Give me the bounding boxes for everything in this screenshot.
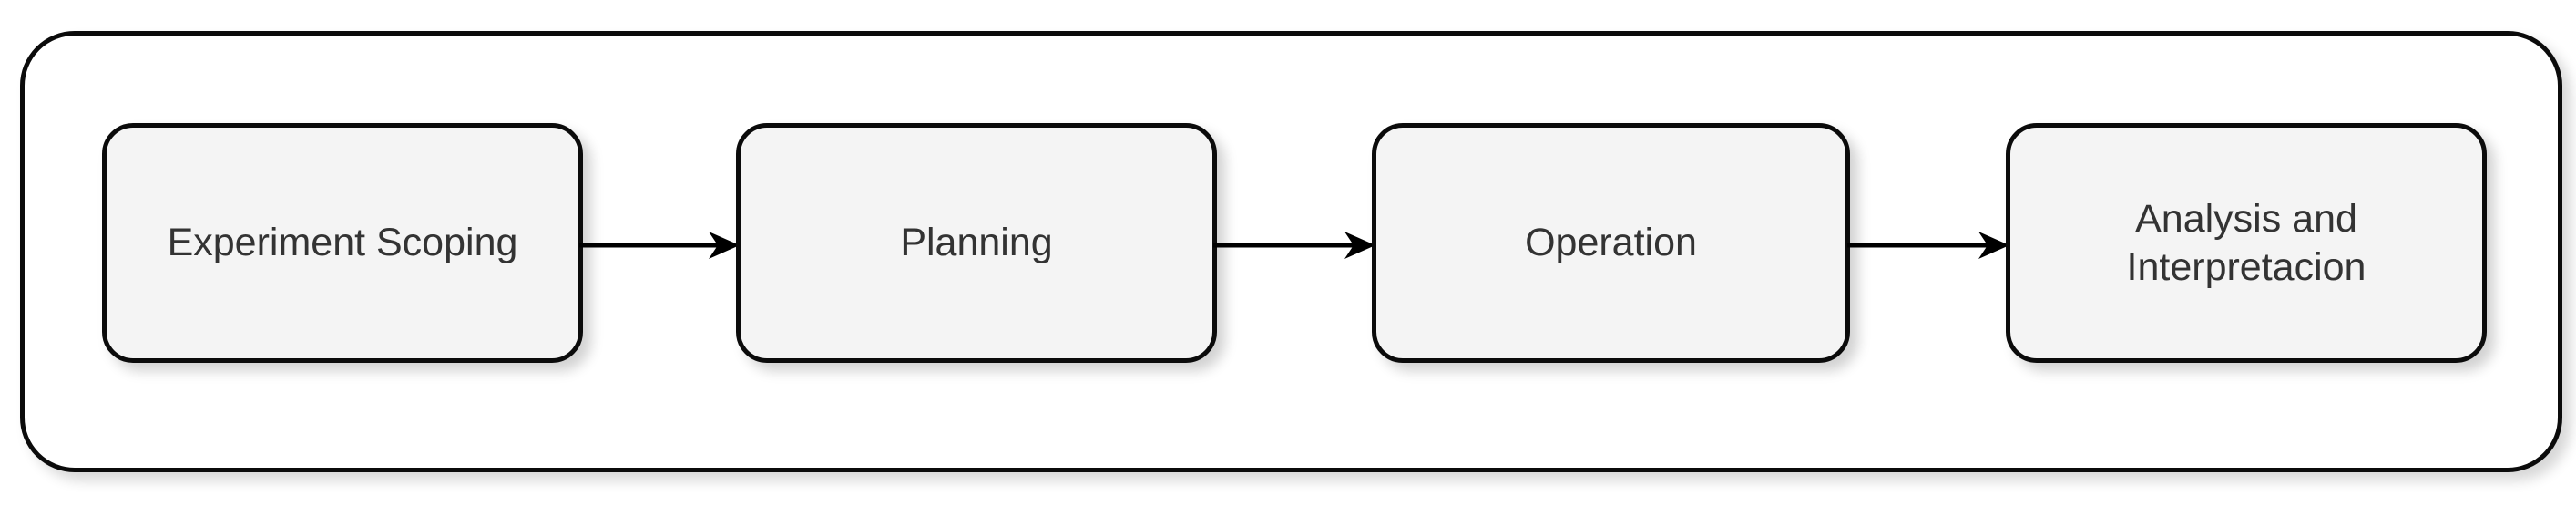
arrow-right-icon-3 (1847, 226, 2009, 266)
process-step-experiment-scoping[interactable]: Experiment Scoping (102, 123, 583, 363)
process-step-planning[interactable]: Planning (736, 123, 1217, 363)
process-step-label: Analysis and Interpretacion (2126, 197, 2366, 289)
process-step-label: Operation (1525, 221, 1697, 265)
arrow-right-icon-2 (1213, 226, 1375, 266)
process-step-label: Experiment Scoping (167, 221, 518, 265)
process-step-operation[interactable]: Operation (1372, 123, 1850, 363)
process-step-analysis-interpretacion[interactable]: Analysis and Interpretacion (2006, 123, 2487, 363)
arrow-right-icon-1 (579, 226, 740, 266)
process-step-label: Planning (900, 221, 1053, 265)
